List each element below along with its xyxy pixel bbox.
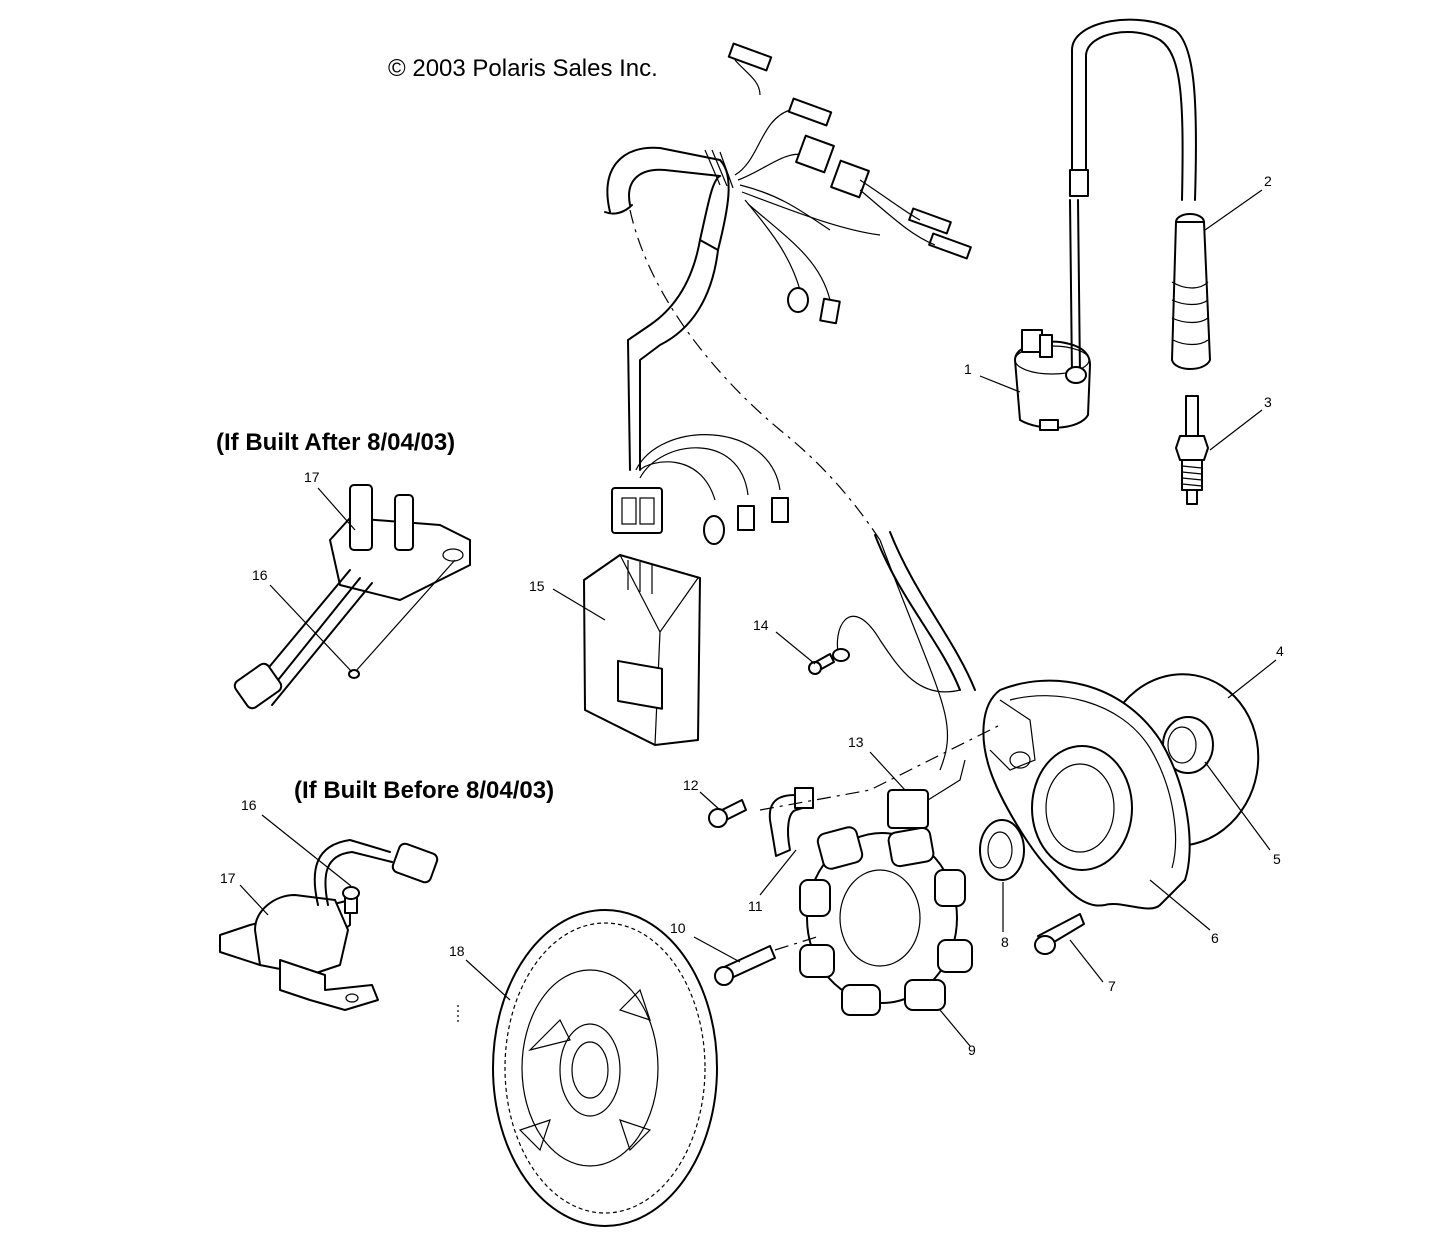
crank-seal-part-8 — [979, 819, 1025, 881]
screw-part-10 — [714, 945, 776, 986]
callout-2: 2 — [1264, 173, 1272, 189]
callout-7: 7 — [1108, 978, 1116, 994]
copyright-text: © 2003 Polaris Sales Inc. — [388, 55, 658, 82]
callout-10: 10 — [670, 920, 686, 936]
cdi-box-part-15 — [583, 554, 701, 746]
callout-1: 1 — [964, 361, 972, 377]
wiring-harness — [604, 42, 972, 545]
callout-12: 12 — [683, 777, 699, 793]
screw-part-12 — [708, 799, 747, 828]
screw-part-7 — [1034, 913, 1085, 955]
heading-built-after: (If Built After 8/04/03) — [216, 429, 455, 456]
callout-16-after: 16 — [252, 567, 268, 583]
pickup-sensor-part-13 — [874, 531, 976, 829]
seal-part-5 — [1162, 716, 1214, 774]
spark-plug-part-3 — [1175, 395, 1209, 505]
spark-plug-cap-part-2 — [1171, 213, 1211, 370]
callout-15: 15 — [529, 578, 545, 594]
rectifier-after-assembly — [233, 484, 471, 710]
spark-plug-lead — [1069, 18, 1197, 201]
ground-wire-part-14 — [808, 615, 961, 693]
callout-9: 9 — [968, 1042, 976, 1058]
stator-plate-part-6 — [982, 679, 1191, 910]
ignition-coil-part-1 — [1014, 199, 1091, 431]
callout-18: 18 — [449, 943, 465, 959]
callout-11: 11 — [748, 898, 763, 914]
callout-13: 13 — [848, 734, 864, 750]
callout-14: 14 — [753, 617, 769, 633]
clamp-part-11 — [768, 787, 814, 857]
callout-3: 3 — [1264, 394, 1272, 410]
callout-16-before: 16 — [241, 797, 257, 813]
callout-17-before: 17 — [220, 870, 236, 886]
flywheel-part-18 — [492, 909, 718, 1227]
callout-5: 5 — [1273, 851, 1281, 867]
callout-8: 8 — [1001, 934, 1009, 950]
callout-6: 6 — [1211, 930, 1219, 946]
rectifier-before-assembly — [219, 839, 439, 1011]
stator-part-9 — [799, 826, 973, 1016]
callout-17-after: 17 — [304, 469, 320, 485]
callout-4: 4 — [1276, 643, 1284, 659]
heading-built-before: (If Built Before 8/04/03) — [294, 777, 554, 804]
